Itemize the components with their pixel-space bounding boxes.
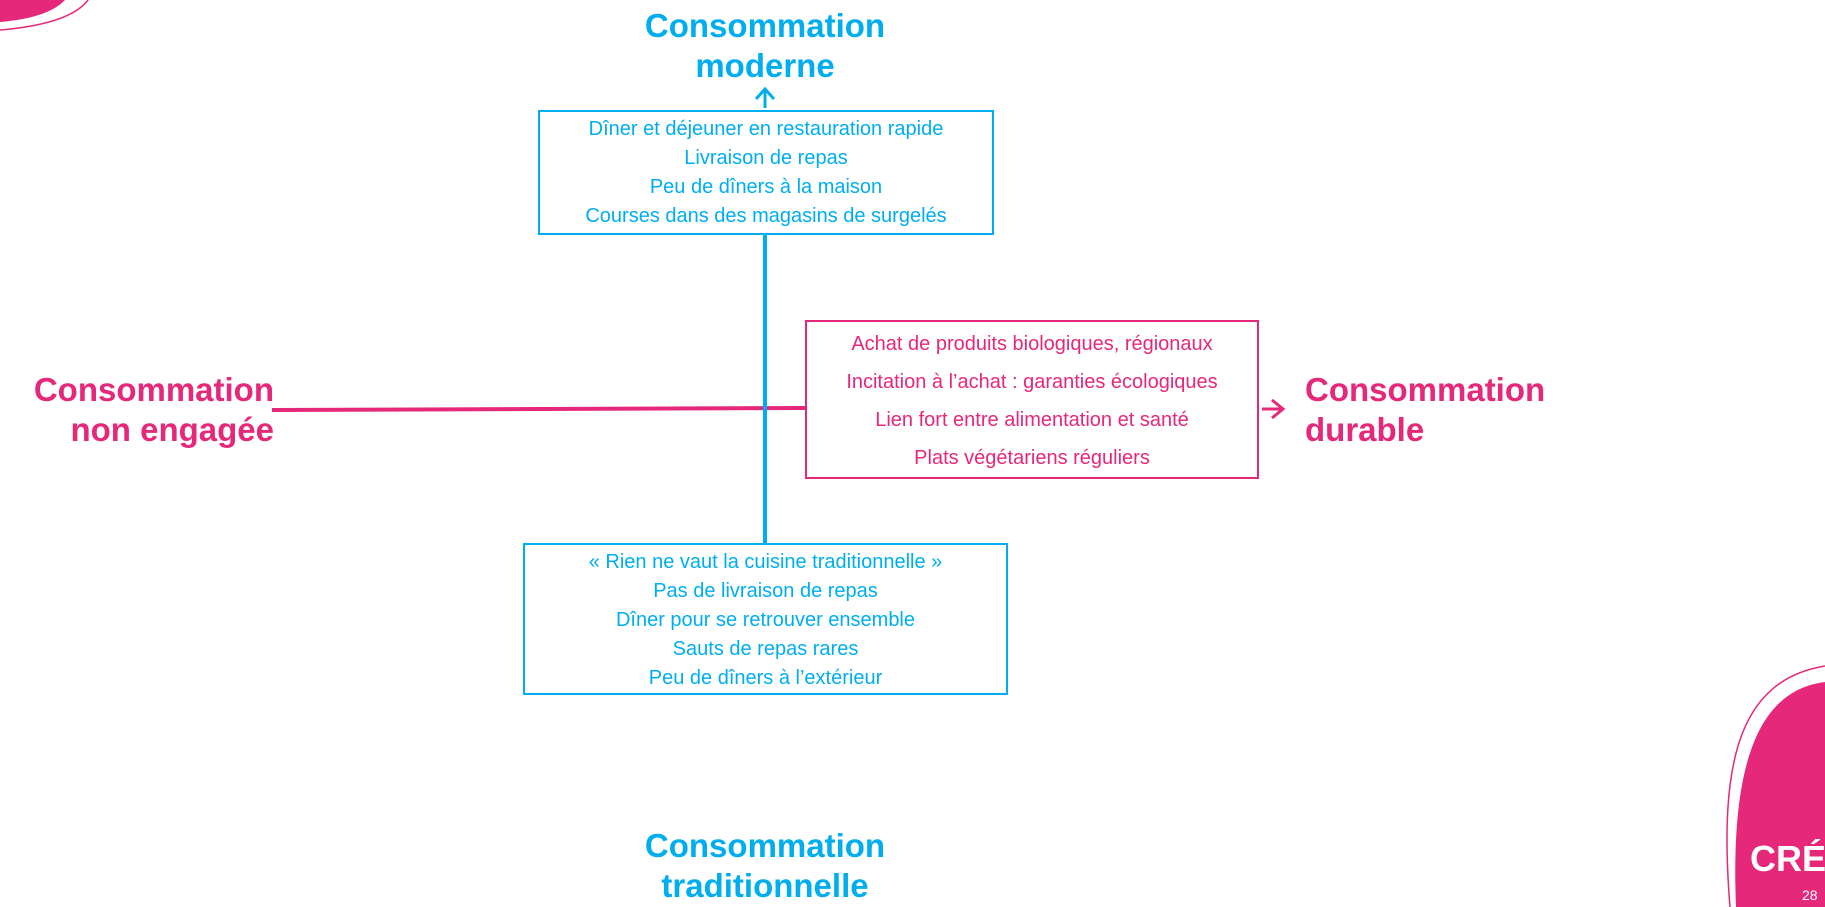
box-item: Dîner pour se retrouver ensemble: [615, 609, 916, 631]
box-item: Livraison de repas: [684, 147, 848, 169]
corner-decoration-shape: [0, 0, 65, 22]
right-arrow-icon: [1271, 398, 1286, 420]
logo: CRÉD: [1750, 838, 1825, 879]
horizontal-axis-line: [271, 406, 806, 412]
axis-title-bottom-line2: traditionnelle: [661, 867, 869, 904]
up-arrow-icon: [754, 86, 776, 101]
box-item: Plats végétariens réguliers: [914, 447, 1150, 469]
axis-title-bottom: Consommation traditionnelle: [615, 826, 915, 906]
axis-title-top-line1: Consommation: [644, 7, 886, 44]
axis-title-bottom-line1: Consommation: [644, 827, 886, 864]
axis-title-left: Consommation non engagée: [6, 370, 274, 450]
modern-consumption-box: Dîner et déjeuner en restauration rapide…: [538, 110, 994, 235]
box-item: « Rien ne vaut la cuisine traditionnelle…: [588, 551, 943, 573]
axis-title-right: Consommation durable: [1305, 370, 1575, 450]
logo-badge-curve: [1726, 665, 1825, 907]
box-item: Pas de livraison de repas: [653, 580, 878, 602]
box-item: Sauts de repas rares: [672, 638, 859, 660]
box-item: Dîner et déjeuner en restauration rapide: [588, 118, 944, 140]
page-number: 28: [1802, 887, 1818, 903]
box-item: Lien fort entre alimentation et santé: [875, 409, 1189, 431]
box-item: Incitation à l’achat : garanties écologi…: [846, 371, 1218, 393]
traditional-consumption-box: « Rien ne vaut la cuisine traditionnelle…: [523, 543, 1008, 695]
axis-title-top-line2: moderne: [695, 47, 835, 84]
axis-title-left-line2: non engagée: [70, 411, 274, 448]
logo-badge-shape: [1735, 682, 1825, 907]
axis-title-right-line2: durable: [1305, 411, 1425, 448]
axis-title-top: Consommation moderne: [640, 6, 890, 86]
axis-title-right-line1: Consommation: [1305, 371, 1546, 408]
box-item: Peu de dîners à la maison: [649, 176, 883, 198]
durable-consumption-box: Achat de produits biologiques, régionaux…: [805, 320, 1259, 479]
box-item: Courses dans des magasins de surgelés: [585, 205, 947, 227]
box-item: Achat de produits biologiques, régionaux: [851, 333, 1213, 355]
axis-title-left-line1: Consommation: [33, 371, 274, 408]
corner-decoration-curve: [0, 0, 89, 31]
box-item: Peu de dîners à l’extérieur: [648, 667, 883, 689]
